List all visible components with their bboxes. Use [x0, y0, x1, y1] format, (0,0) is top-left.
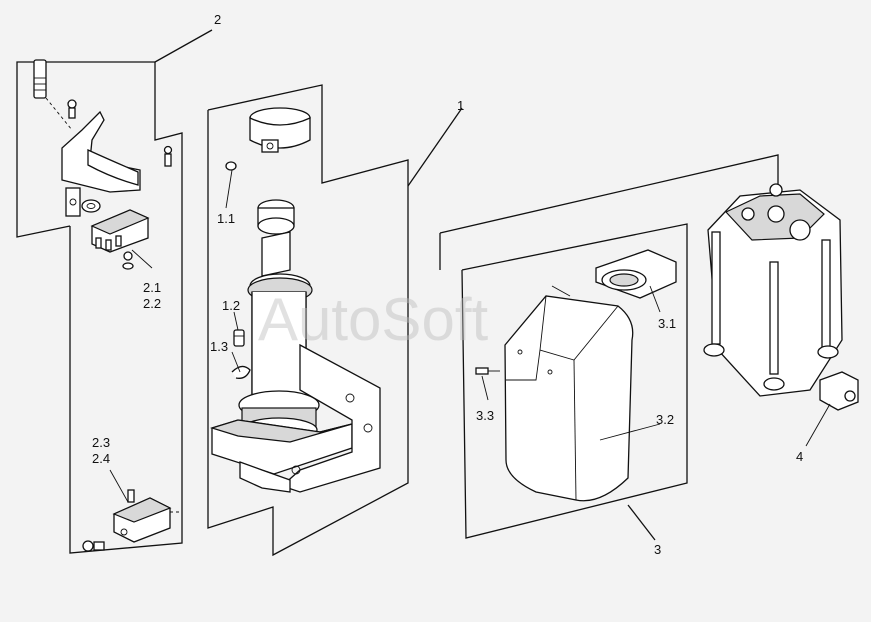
leader-2-1 [131, 249, 153, 269]
callout-3-3: 3.3 [476, 408, 494, 423]
switch-2-3 [82, 489, 182, 552]
tank-cap-plate [595, 249, 677, 299]
group-3-panel [439, 154, 779, 541]
callout-2-4: 2.4 [92, 451, 110, 466]
callout-3-2: 3.2 [656, 412, 674, 427]
callout-2-1: 2.1 [143, 280, 161, 295]
fastener-1-2 [233, 329, 245, 347]
mounting-bolt [33, 59, 47, 99]
switch-2-1 [90, 209, 150, 270]
leader-1-3 [231, 351, 241, 373]
leader-2-3 [109, 469, 129, 503]
leader-3 [627, 504, 656, 541]
leader-3-3 [481, 375, 489, 401]
leader-3-2 [599, 423, 661, 441]
group-2-panel [16, 29, 213, 554]
servo-cylinder [703, 183, 859, 411]
callout-3-1: 3.1 [658, 316, 676, 331]
callout-1-3: 1.3 [210, 339, 228, 354]
group-1-panel [207, 84, 463, 557]
leader-2 [154, 29, 213, 63]
column-base-bracket [209, 343, 381, 493]
lever-bracket [45, 97, 173, 217]
callout-1: 1 [457, 98, 464, 113]
callout-2-2: 2.2 [143, 296, 161, 311]
callout-2-3: 2.3 [92, 435, 110, 450]
callout-1-1: 1.1 [217, 211, 235, 226]
callout-1-2: 1.2 [222, 298, 240, 313]
callout-labels: 2 1 1.1 1.2 1.3 2.1 2.2 2.3 2.4 3.1 3.2 … [92, 12, 803, 557]
leader-4 [805, 403, 831, 447]
reservoir-tank [504, 285, 634, 502]
watermark-text: AutoSoft [258, 286, 488, 353]
callout-4: 4 [796, 449, 803, 464]
callout-2: 2 [214, 12, 221, 27]
leader-3-1 [649, 285, 661, 313]
clip-1-3 [231, 365, 251, 379]
leader-1 [407, 107, 463, 187]
leader-1-2 [233, 311, 239, 331]
screw-3-3 [475, 367, 500, 375]
leader-lines [109, 169, 831, 503]
leader-1-1 [225, 169, 233, 209]
callout-3: 3 [654, 542, 661, 557]
clamp-ring [225, 107, 311, 171]
